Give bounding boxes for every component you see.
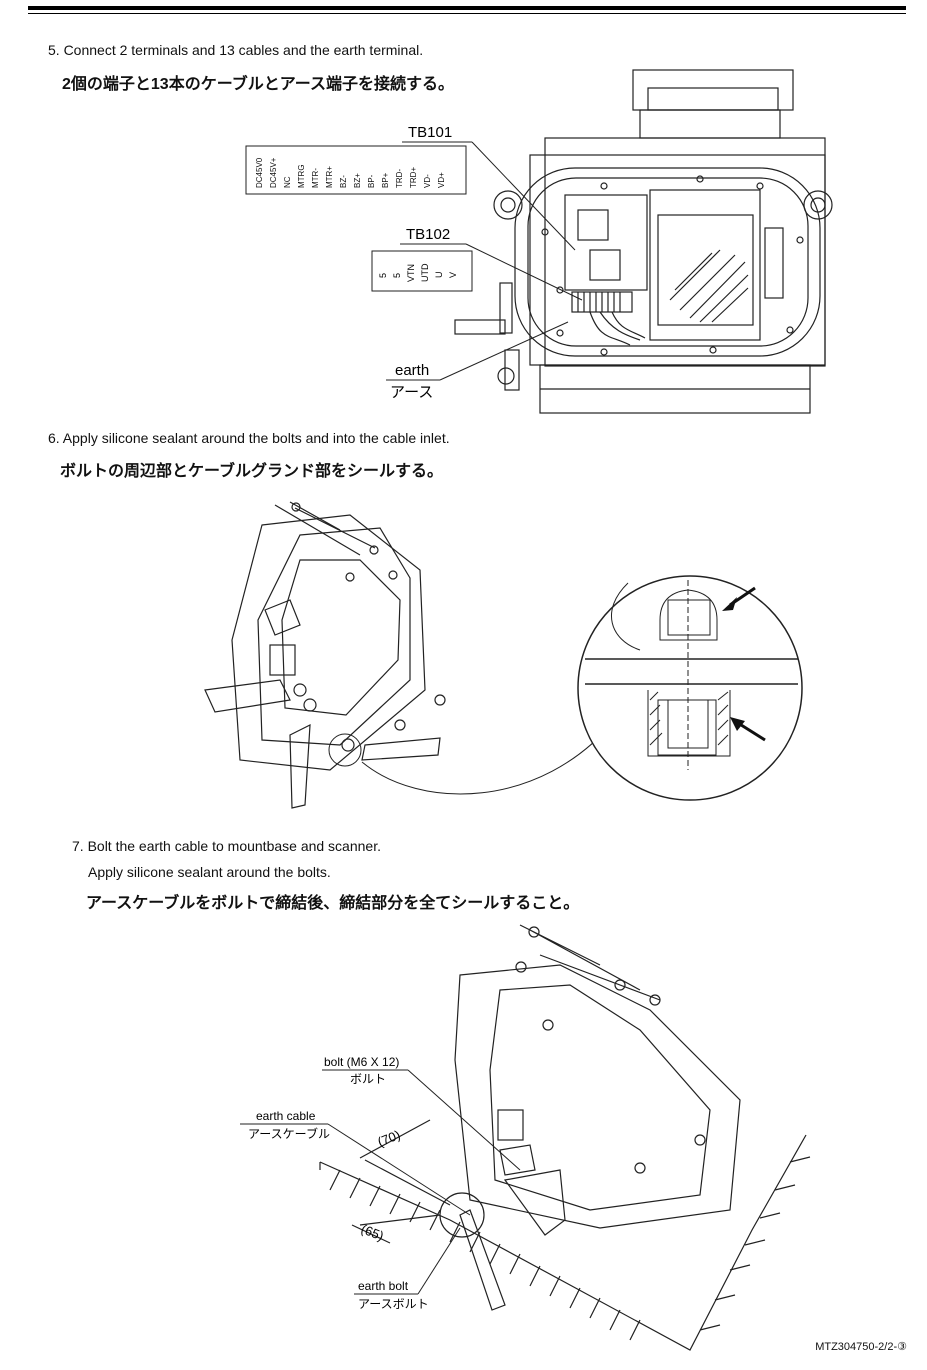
tb101-pin: VD+ [437,172,446,188]
tb101-pin: TRD+ [409,167,418,188]
tb101-diagram [245,145,467,195]
figure-1-controller [454,69,833,414]
step7-en2: Apply silicone sealant around the bolts. [88,864,331,880]
tb101-pin: DC45V0 [255,157,264,188]
earth-label-ja: アース [390,383,433,401]
tb101-pin: NC [283,176,292,188]
tb101-pin: DC45V+ [269,157,278,188]
figure-3-earth-bolt [319,924,811,1351]
tb102-pin: UTD [420,263,430,282]
earth-bolt-label-ja: アースボルト [358,1297,429,1311]
bolt-label: bolt (M6 X 12) [324,1055,399,1069]
step7-ja: アースケーブルをボルトで締結後、締結部分を全てシールすること。 [86,895,580,912]
figure-2-scanner [204,501,446,809]
tb101-pin: VD- [423,174,432,188]
step7-en: 7. Bolt the earth cable to mountbase and… [72,838,381,854]
tb101-pins: DC45V0 DC45V+ NC MTRG MTR- MTR+ BZ- BZ+ … [255,157,446,188]
tb102-pins: 5 5 VTN UTD U V [378,263,458,282]
tb102-pin: 5 [392,273,402,278]
tb101-pin: BP- [367,174,376,188]
tb101-pin: BZ+ [353,173,362,188]
tb102-label: TB102 [406,226,450,243]
tb102-pin: V [448,272,458,278]
tb101-pin: MTRG [297,164,306,188]
step6-en: 6. Apply silicone sealant around the bol… [48,430,450,446]
document-number: MTZ304750-2/2-③ [815,1341,907,1353]
step5-ja: 2個の端子と13本のケーブルとアース端子を接続する。 [62,76,454,93]
step6-ja: ボルトの周辺部とケーブルグランド部をシールする。 [60,463,444,480]
cable-label: earth cable [256,1109,316,1123]
detail-callout-marker [328,733,362,767]
tb101-label: TB101 [408,124,452,141]
tb101-pin: TRD- [395,169,404,188]
tb102-pin: 5 [378,273,388,278]
tb102-pin: VTN [406,264,416,282]
tb101-pin: MTR+ [325,166,334,188]
tb102-pin: U [434,272,444,279]
dim-65: (65) [359,1221,386,1244]
detail-leader [361,719,616,795]
cable-label-ja: アースケーブル [248,1126,330,1141]
tb101-pin: BZ- [339,175,348,188]
detail-circle [577,575,803,801]
tb101-pin: MTR- [311,168,320,188]
bolt-label-ja: ボルト [350,1072,386,1086]
header-rule-thin [28,13,906,14]
step5-en: 5. Connect 2 terminals and 13 cables and… [48,42,424,58]
tb102-diagram [371,250,473,292]
dim-70: (70) [375,1127,402,1150]
tb101-pin: BP+ [381,172,390,188]
earth-label: earth [395,362,429,379]
header-rule-thick [28,6,906,10]
earth-bolt-label: earth bolt [358,1279,409,1293]
